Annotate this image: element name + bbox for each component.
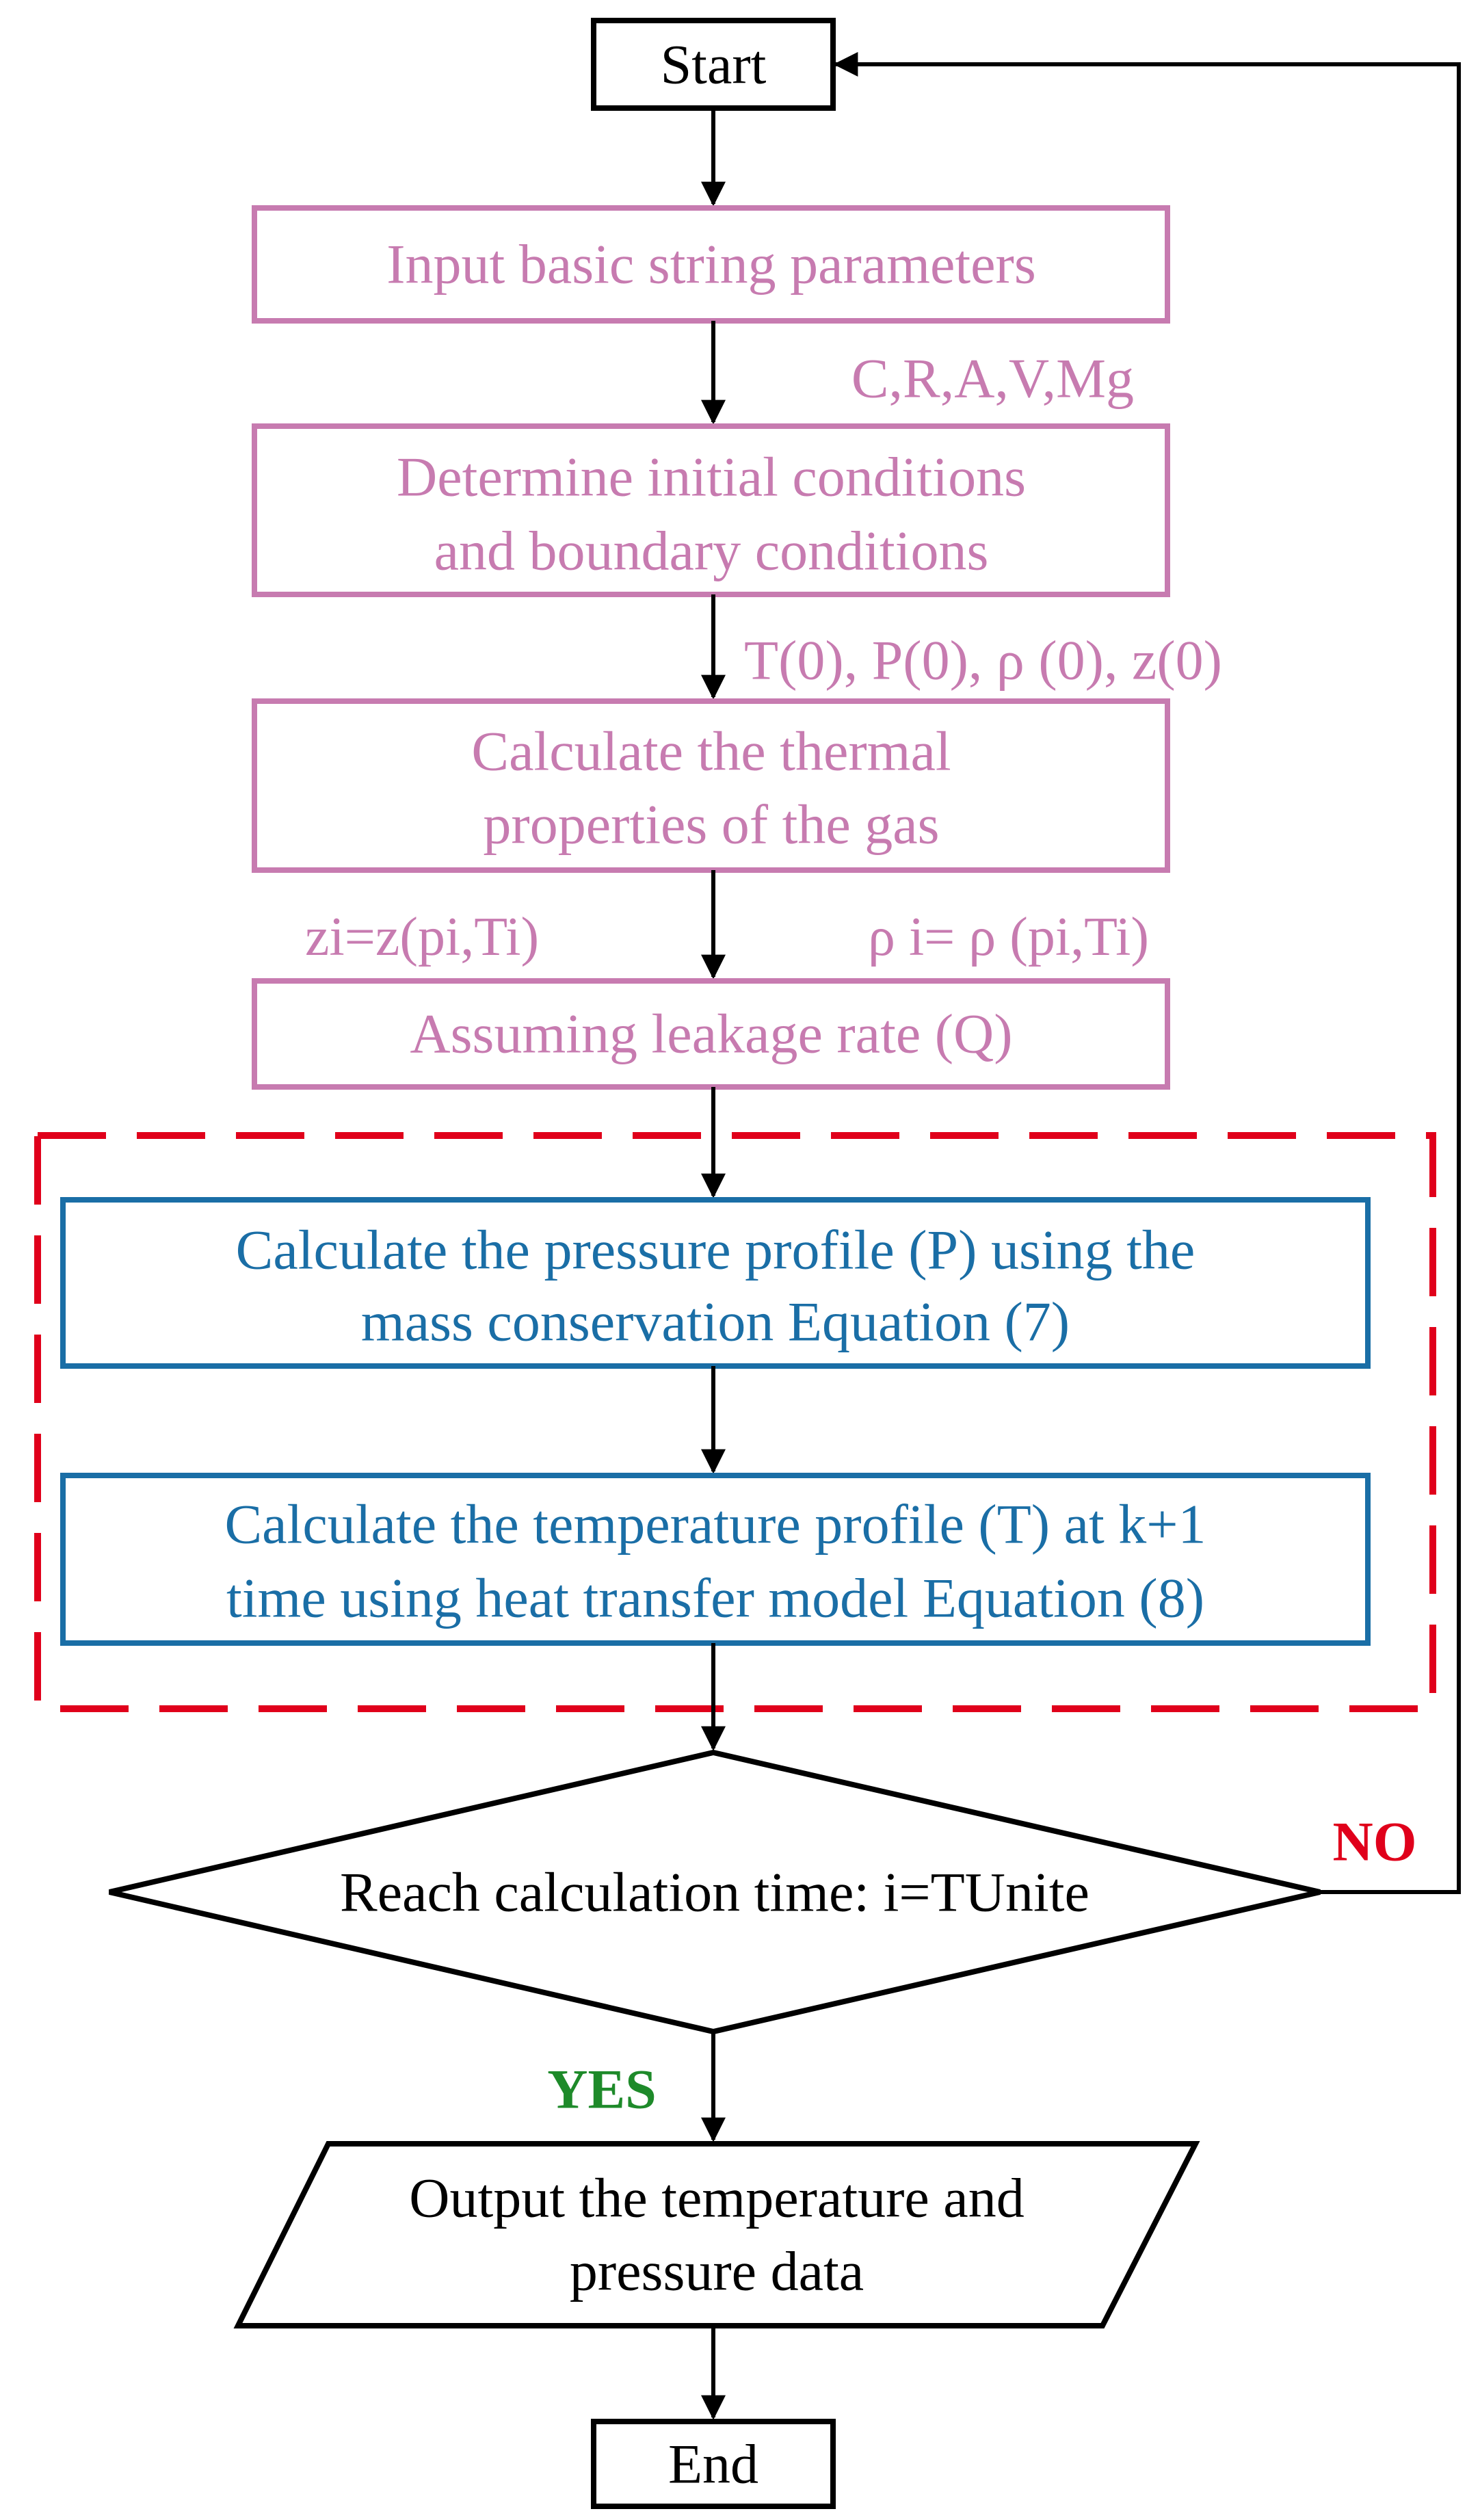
temperature-profile-line-1: Calculate the temperature profile (T) at… xyxy=(224,1493,1206,1556)
label-rho-formula: ρ i= ρ (pi,Ti) xyxy=(868,907,1149,967)
thermal-properties-line-1: Calculate the thermal xyxy=(471,720,951,783)
thermal-properties-node: Calculate the thermal properties of the … xyxy=(252,698,1170,873)
start-label: Start xyxy=(661,34,767,96)
temperature-profile-node: Calculate the temperature profile (T) at… xyxy=(60,1473,1371,1646)
output-node: Output the temperature and pressure data xyxy=(233,2141,1200,2328)
input-parameters-node: Input basic string parameters xyxy=(252,205,1170,324)
initial-conditions-line-1: Determine initial conditions xyxy=(397,446,1026,508)
arrow-no-loop xyxy=(833,52,1461,1894)
output-line-2: pressure data xyxy=(570,2240,864,2302)
end-label: End xyxy=(668,2433,758,2495)
temperature-profile-line-2: time using heat transfer model Equation … xyxy=(226,1567,1204,1629)
pressure-profile-line-1: Calculate the pressure profile (P) using… xyxy=(236,1219,1195,1281)
decision-node: Reach calculation time: i=TUnite xyxy=(109,1749,1321,2035)
thermal-properties-line-2: properties of the gas xyxy=(483,793,939,856)
label-yes: YES xyxy=(547,2058,657,2121)
pressure-profile-node: Calculate the pressure profile (P) using… xyxy=(60,1197,1371,1369)
pressure-profile-line-2: mass conservation Equation (7) xyxy=(361,1291,1070,1353)
iteration-region xyxy=(34,1132,1436,1712)
label-no: NO xyxy=(1333,1811,1417,1873)
label-params: C,R,A,V,Mg xyxy=(851,347,1134,410)
input-parameters-label: Input basic string parameters xyxy=(386,233,1036,296)
label-initial-values: T(0), P(0), ρ (0), z(0) xyxy=(744,629,1222,692)
output-line-1: Output the temperature and xyxy=(409,2167,1024,2229)
decision-label: Reach calculation time: i=TUnite xyxy=(340,1861,1089,1924)
initial-conditions-line-2: and boundary conditions xyxy=(434,520,989,582)
start-node: Start xyxy=(591,18,836,111)
end-node: End xyxy=(591,2419,836,2509)
assume-leakage-label: Assuming leakage rate (Q) xyxy=(410,1003,1012,1065)
initial-conditions-node: Determine initial conditions and boundar… xyxy=(252,423,1170,597)
assume-leakage-node: Assuming leakage rate (Q) xyxy=(252,978,1170,1090)
label-z-formula: zi=z(pi,Ti) xyxy=(305,907,539,967)
